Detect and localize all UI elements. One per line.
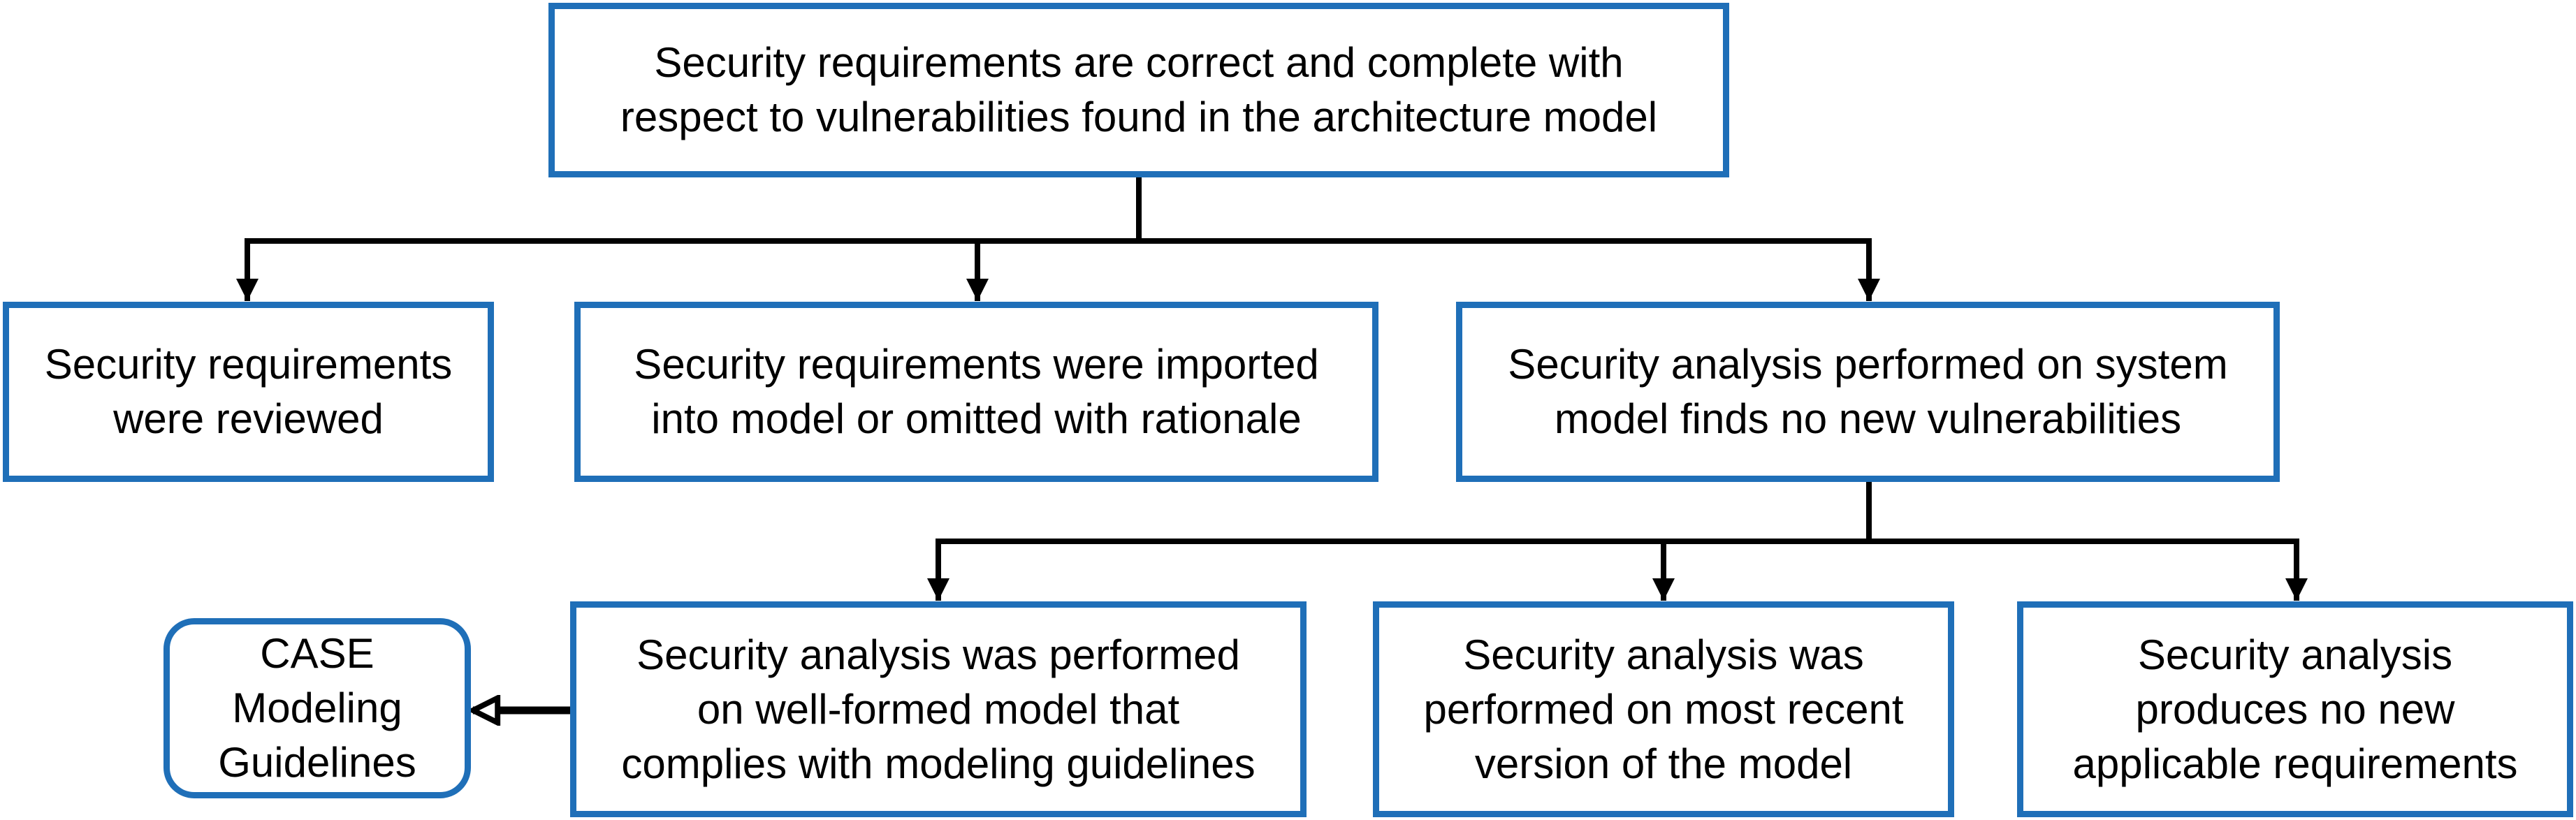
- goal-analysis-no-vuln-node: Security analysis performed on system mo…: [1456, 302, 2280, 482]
- goal-recent-version-label: Security analysis was performed on most …: [1423, 631, 1904, 787]
- goal-root-label: Security requirements are correct and co…: [620, 39, 1658, 140]
- goal-recent-version-node: Security analysis was performed on most …: [1373, 601, 1954, 817]
- goal-imported-label: Security requirements were imported into…: [634, 341, 1319, 442]
- goal-no-new-reqs-label: Security analysis produces no new applic…: [2072, 631, 2518, 787]
- goal-analysis-no-vuln-label: Security analysis performed on system mo…: [1508, 341, 2228, 442]
- goal-reviewed-label: Security requirements were reviewed: [44, 341, 453, 442]
- goal-well-formed-node: Security analysis was performed on well-…: [570, 601, 1307, 817]
- goal-imported-node: Security requirements were imported into…: [574, 302, 1378, 482]
- goal-root-node: Security requirements are correct and co…: [548, 3, 1729, 177]
- goal-no-new-reqs-node: Security analysis produces no new applic…: [2017, 601, 2573, 817]
- goal-reviewed-node: Security requirements were reviewed: [3, 302, 494, 482]
- context-case-guidelines-node: CASE Modeling Guidelines: [163, 618, 471, 798]
- goal-well-formed-label: Security analysis was performed on well-…: [621, 631, 1256, 787]
- context-case-guidelines-label: CASE Modeling Guidelines: [218, 630, 416, 786]
